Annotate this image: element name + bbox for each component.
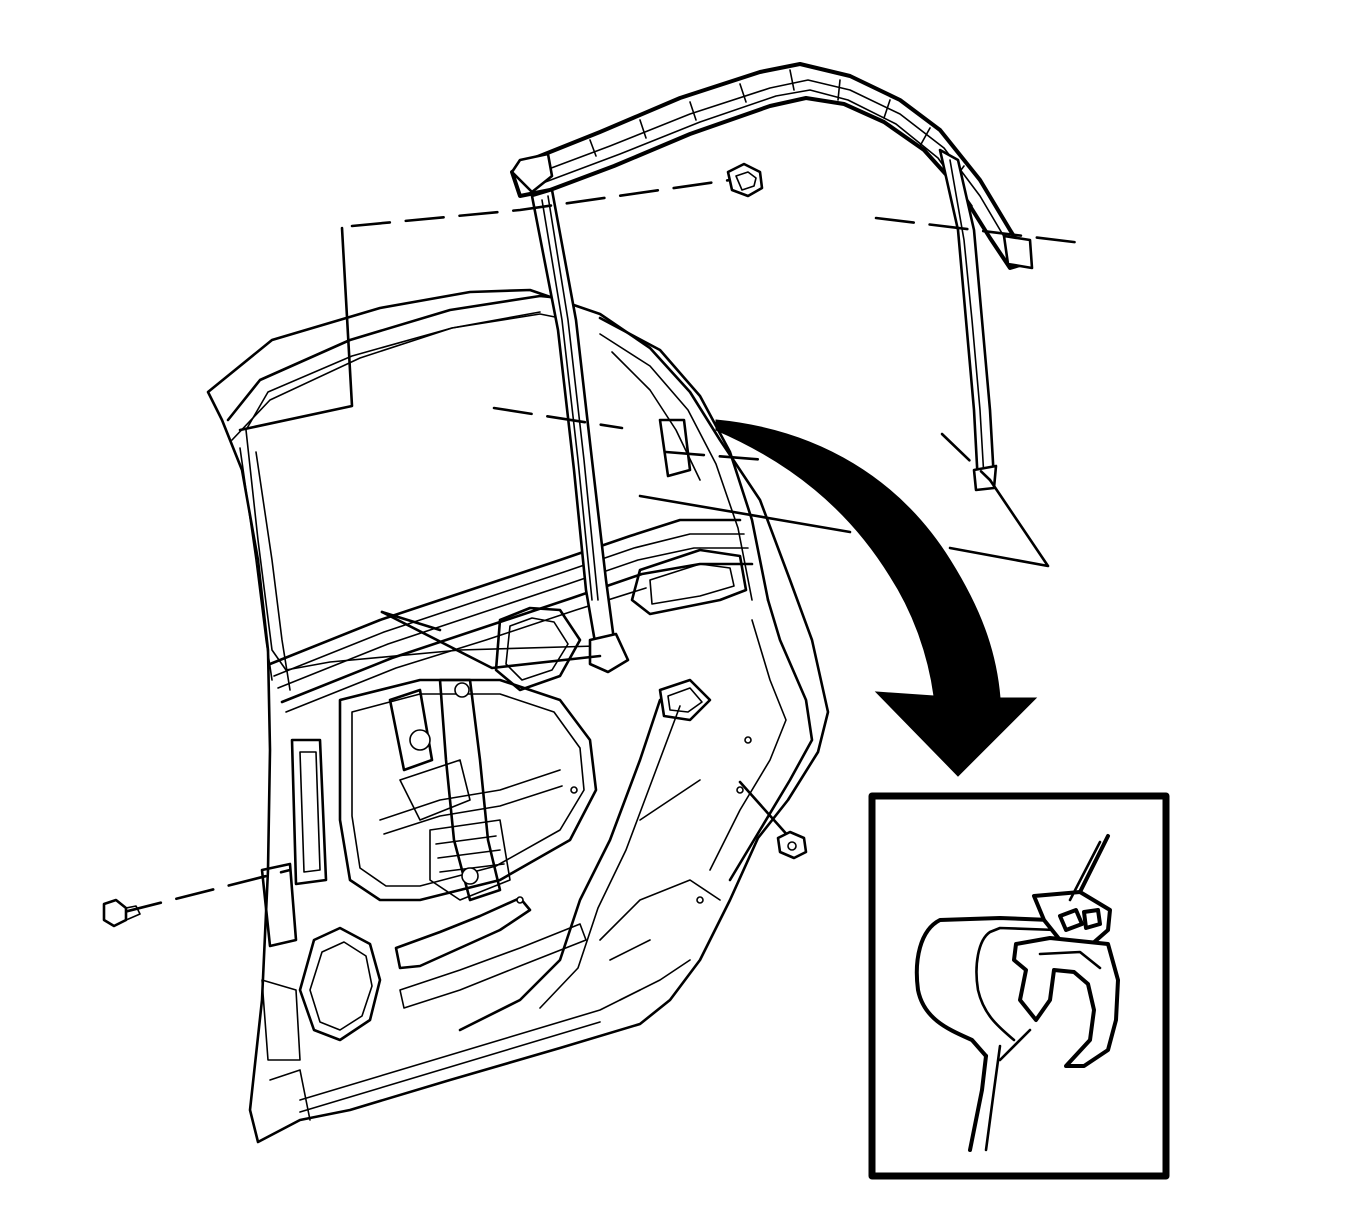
rear-nut-fastener [776,830,808,860]
inner-panel-openings [290,606,598,1042]
window-frame-inner [226,294,562,422]
upper-push-pin-fastener [726,162,764,198]
hinge-region [260,862,311,1121]
center-channel-weatherstrip [530,188,630,674]
lower-bolt-fastener [102,898,141,928]
window-regulator [379,678,563,902]
assembly-leader-lines [122,178,1092,914]
curved-callout-arrow [715,419,1038,777]
rear-channel-weatherstrip [938,148,1034,492]
door-handle-area [630,548,748,722]
inset-frame [868,792,1170,1180]
seal-cross-section-inset [868,792,1170,1180]
